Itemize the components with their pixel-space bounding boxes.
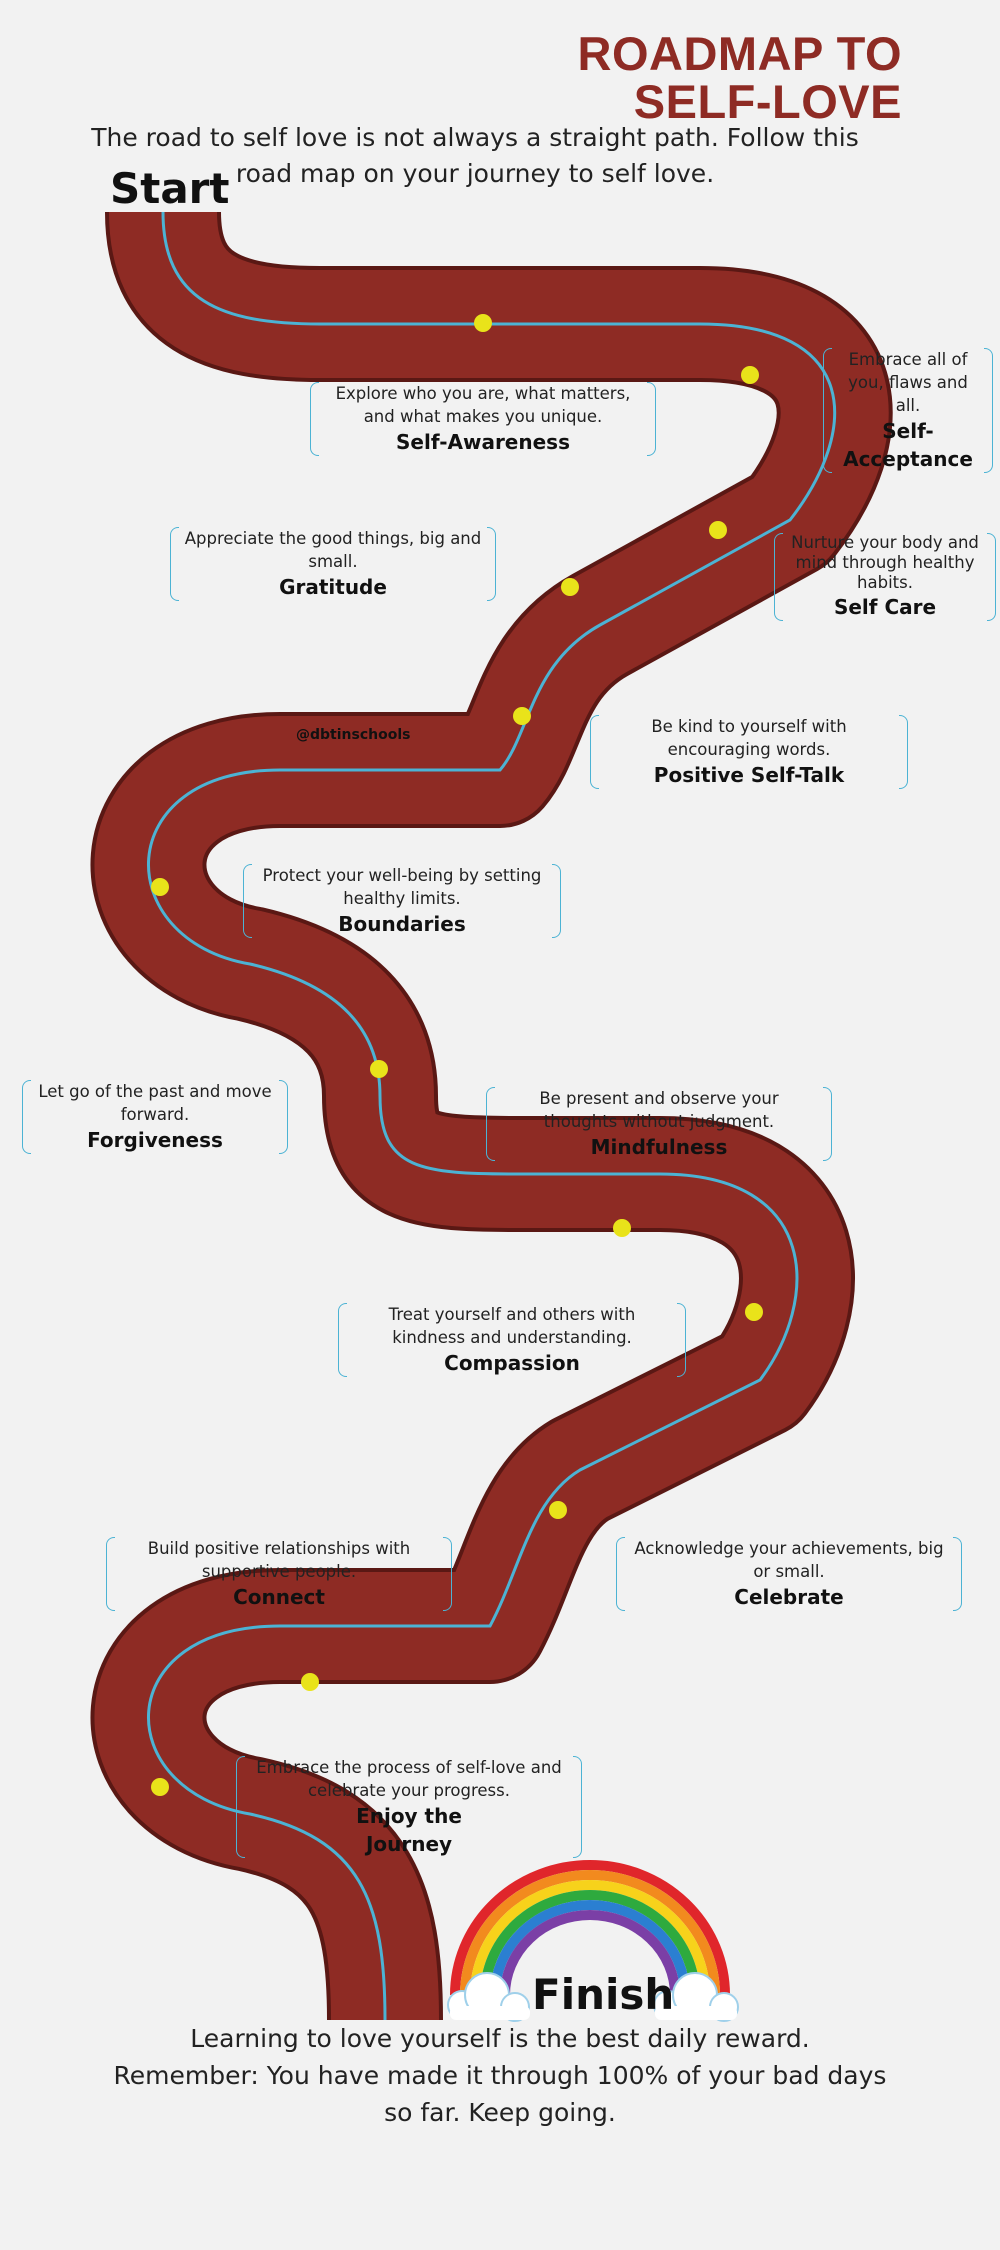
- finish-label: Finish: [532, 1970, 675, 2019]
- cloud-icon: [447, 1972, 739, 2022]
- step-compassion: Treat yourself and others with kindness …: [338, 1303, 686, 1377]
- step-gratitude: Appreciate the good things, big and smal…: [170, 527, 496, 601]
- start-label: Start: [110, 164, 230, 213]
- step-forgiveness: Let go of the past and move forward. For…: [22, 1080, 288, 1154]
- step-self-acceptance: Embrace all of you, flaws and all. Self-…: [823, 348, 993, 473]
- step-mindfulness: Be present and observe your thoughts wit…: [486, 1087, 832, 1161]
- step-celebrate: Acknowledge your achievements, big or sm…: [616, 1537, 962, 1611]
- step-enjoy-the-journey: Embrace the process of self-love and cel…: [236, 1756, 582, 1858]
- milestone-markers: [151, 314, 763, 1796]
- marker-gratitude: [561, 578, 579, 596]
- marker-compassion: [745, 1303, 763, 1321]
- marker-boundaries: [151, 878, 169, 896]
- step-connect: Build positive relationships with suppor…: [106, 1537, 452, 1611]
- road-lane-line: [147, 211, 837, 2021]
- page-title: ROADMAP TO SELF-LOVE: [577, 27, 902, 128]
- step-boundaries: Protect your well-being by setting healt…: [243, 864, 561, 938]
- marker-connect: [549, 1501, 567, 1519]
- marker-forgiveness: [370, 1060, 388, 1078]
- step-self-care: Nurture your body and mind through healt…: [774, 533, 996, 621]
- marker-self-care: [709, 521, 727, 539]
- closing-message: Learning to love yourself is the best da…: [113, 2024, 887, 2127]
- step-self-awareness: Explore who you are, what matters, and w…: [310, 382, 656, 456]
- intro-text: The road to self love is not always a st…: [91, 123, 859, 188]
- marker-positive-self-talk: [513, 707, 531, 725]
- marker-self-acceptance: [741, 366, 759, 384]
- marker-self-awareness: [474, 314, 492, 332]
- marker-enjoy: [151, 1778, 169, 1796]
- rainbow-icon: [450, 1860, 730, 1996]
- social-handle: @dbtinschools: [296, 727, 411, 743]
- marker-celebrate: [301, 1673, 319, 1691]
- marker-mindfulness: [613, 1219, 631, 1237]
- step-positive-self-talk: Be kind to yourself with encouraging wor…: [590, 715, 908, 789]
